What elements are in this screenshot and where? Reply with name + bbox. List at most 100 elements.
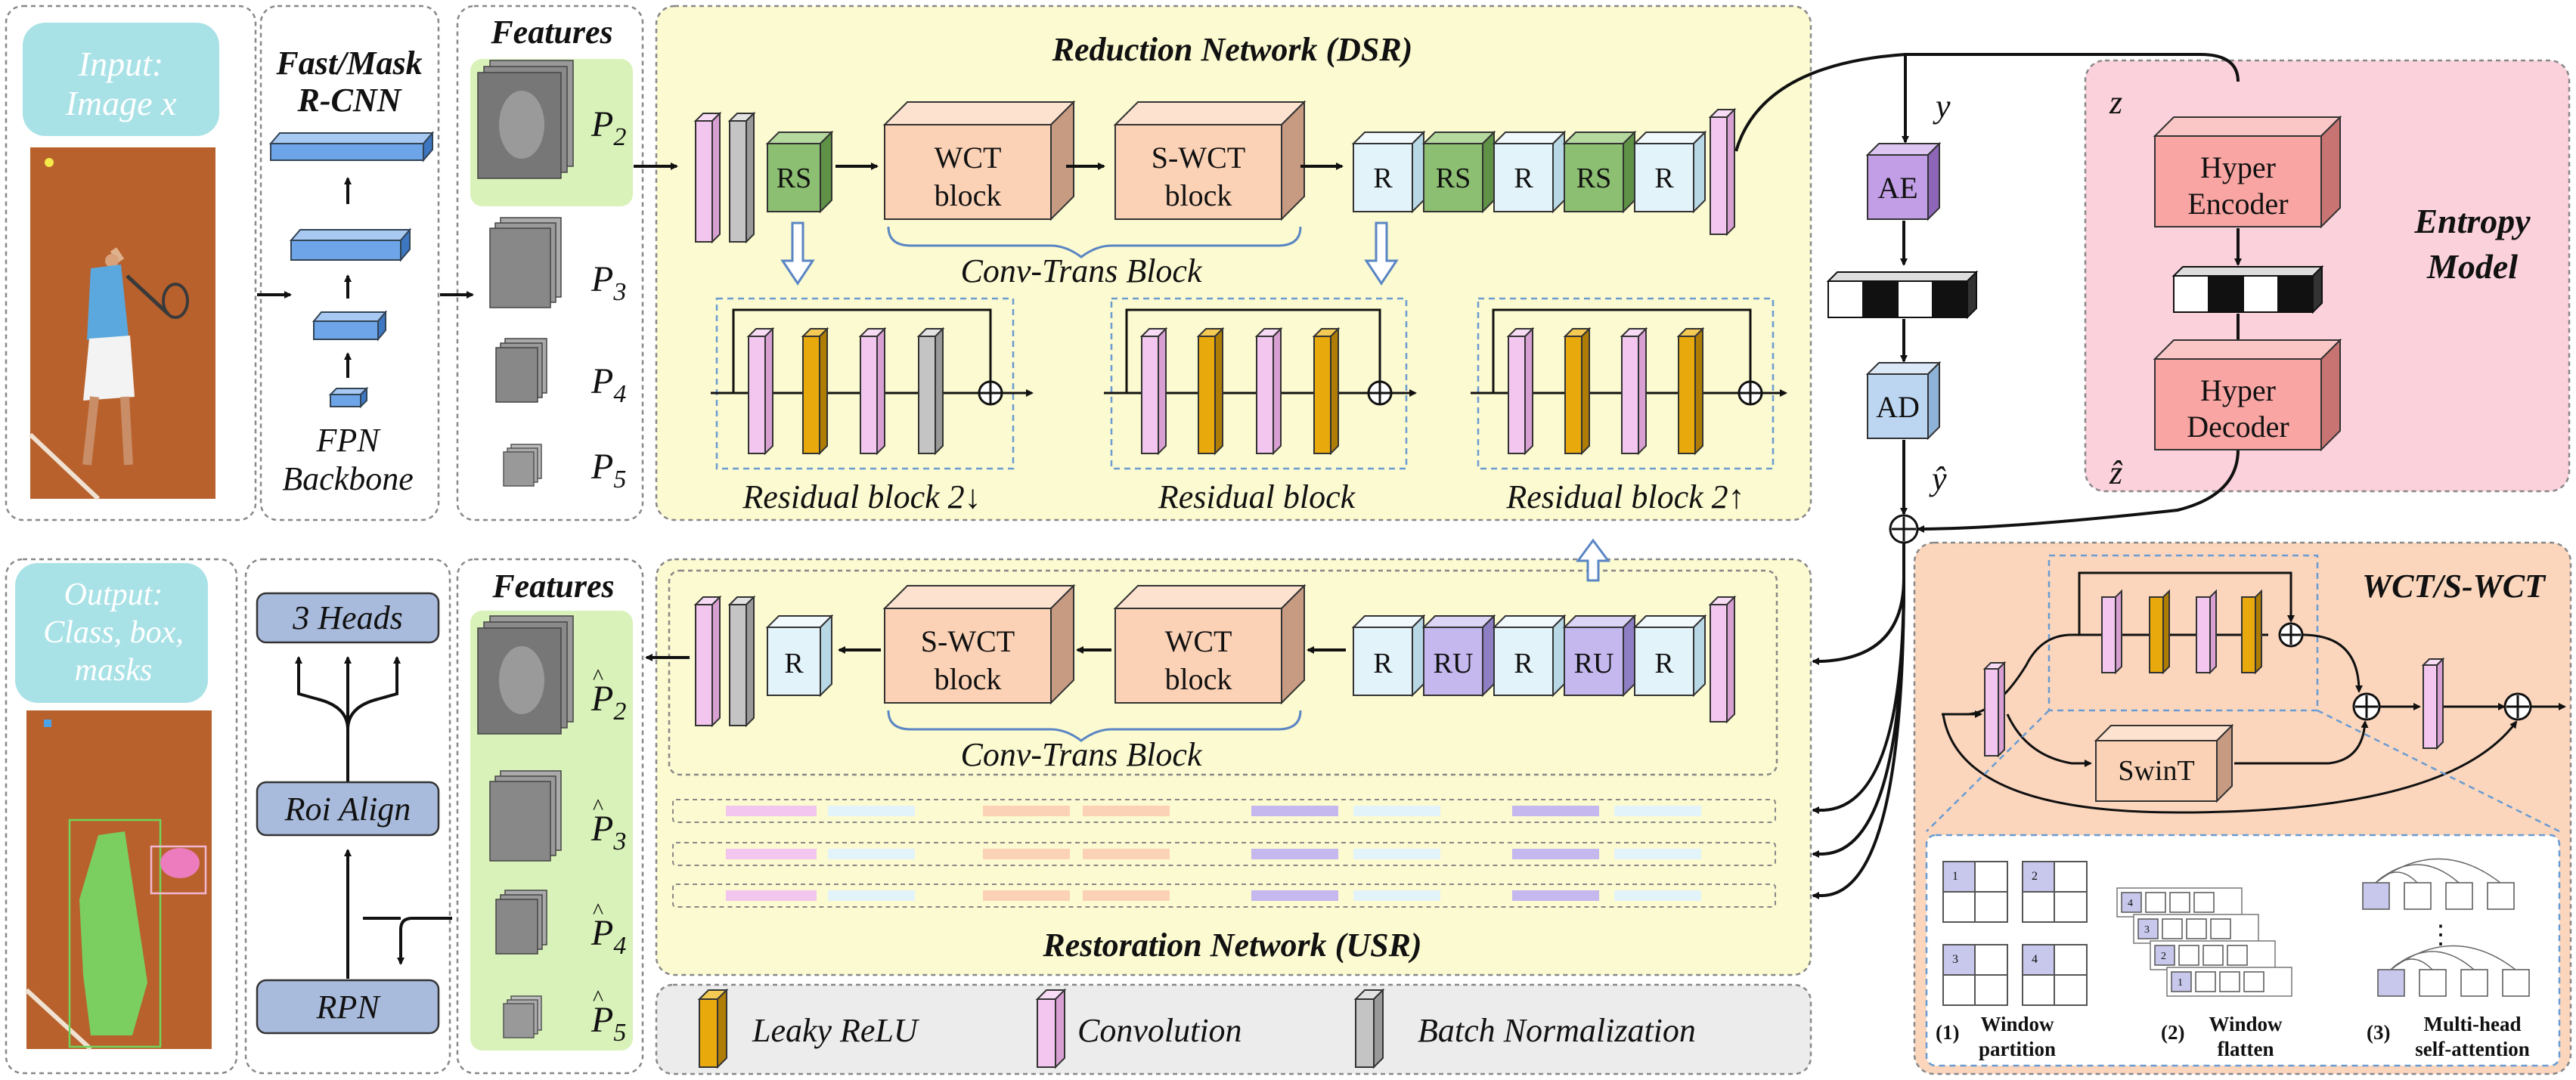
wct-outer-skip [1942, 713, 2518, 814]
dsr-expand-arrow-2 [1364, 221, 1399, 286]
residual-block-label: Residual block [1158, 478, 1356, 515]
usr-wct-label-2: block [1165, 662, 1232, 696]
window-2 [2022, 861, 2088, 923]
dsr-r-2-label: R [1514, 162, 1533, 194]
sum-to-stage-3 [1812, 577, 1905, 899]
yhat-label: ŷ [1929, 460, 1947, 497]
residual-block-down [711, 297, 1034, 470]
p4-hat-label: P4 [591, 913, 626, 960]
heads-box [256, 592, 440, 644]
window-1 [1942, 861, 2008, 923]
window-4 [2022, 944, 2088, 1006]
flatten-label-1: 1 [2178, 977, 2183, 989]
usr-bn-out [727, 595, 756, 728]
features-top-title: Features [490, 14, 612, 51]
swint-to-sum [2234, 720, 2369, 765]
swint-block [2094, 723, 2234, 803]
rpn-box [256, 979, 440, 1035]
flatten-label-2: 2 [2161, 951, 2166, 962]
usr-stage-rows [672, 799, 1776, 908]
sum-to-usr [1812, 543, 1905, 665]
feature-stack-p3 [489, 217, 562, 308]
residual-block-up [1471, 297, 1787, 470]
zhat-label: ẑ [2109, 454, 2123, 491]
usr-swct-label-1: S-WCT [921, 624, 1015, 658]
legend-conv-label: Convolution [1077, 1012, 1242, 1049]
window-partition-grid [1942, 861, 2088, 1006]
dsr-swct-label-2: block [1165, 178, 1232, 212]
residual-block-down-label: Residual block 2↓ [742, 478, 981, 515]
dsr-rs-2-label: RS [1436, 162, 1471, 194]
window-3-number: 3 [1952, 953, 1958, 966]
wct-inner-skip [2078, 571, 2295, 635]
output-title-line2: Class, box, [43, 615, 184, 650]
feature-stack-p5 [503, 444, 542, 487]
roi-align-label: Roi Align [284, 791, 411, 828]
legend-panel [655, 983, 1812, 1075]
heads-label: 3 Heads [292, 599, 402, 636]
flatten-row-1 [2166, 967, 2292, 997]
output-image [24, 710, 212, 1051]
usr-r-3 [1632, 614, 1707, 698]
usr-collapse-arrow [1576, 538, 1610, 582]
flatten-label-4: 4 [2128, 898, 2133, 909]
usr-conv-trans-label: Conv-Trans Block [961, 736, 1203, 773]
attention-row-bottom [2377, 945, 2530, 997]
ad-block [1865, 361, 1942, 441]
ae-label: AE [1877, 171, 1917, 205]
dsr-conv-out [1708, 107, 1737, 237]
hyper-bitstream [2171, 265, 2324, 314]
usr-ru-1 [1421, 614, 1496, 698]
attention-row-top [2362, 858, 2515, 910]
usr-chain [1351, 614, 1707, 698]
dsr-r-3-label: R [1654, 162, 1674, 194]
caption-3-line2: self-attention [2415, 1038, 2529, 1060]
hyper-decoder [2153, 338, 2342, 452]
dsr-rs-block [765, 130, 834, 214]
residual-block-up-label: Residual block 2↑ [1505, 478, 1744, 515]
racket-mask [160, 848, 200, 878]
self-attention-illustration [2362, 858, 2530, 997]
usr-r-out-label: R [784, 648, 804, 679]
swint-label: SwinT [2118, 755, 2194, 787]
fpn-pyramid [268, 131, 435, 409]
usr-r-1-label: R [1373, 648, 1393, 679]
p4-label: P4 [591, 361, 626, 408]
legend-bn-icon [1353, 988, 1385, 1069]
ae-block [1865, 141, 1942, 221]
output-title-line3: masks [75, 653, 153, 688]
dsr-bn-1 [727, 111, 756, 244]
features-bottom-title: Features [491, 568, 614, 605]
usr-r-1 [1351, 614, 1426, 698]
stage-row-1 [672, 799, 1776, 823]
zoom-line-left [1926, 710, 2050, 832]
dsr-rs-2 [1421, 130, 1496, 214]
rcnn-title-line2: R-CNN [297, 82, 403, 119]
wct-inner-layers [2101, 589, 2262, 675]
residual-block-plain [1104, 297, 1417, 470]
p2-label: P2 [591, 104, 626, 151]
input-title-line1: Input: [78, 45, 163, 83]
window-flatten [2116, 887, 2292, 997]
player-mask [79, 831, 147, 1035]
dsr-wct-block [882, 100, 1076, 221]
dsr-rs-label: RS [777, 162, 811, 194]
dsr-conv-trans-brace [887, 226, 1302, 258]
p5-label: P5 [591, 447, 626, 494]
dsr-to-hyper-line [1734, 53, 2240, 152]
stage-row-2 [672, 842, 1776, 866]
usr-ru-2-label: RU [1574, 648, 1614, 679]
flatten-row-3 [2133, 914, 2259, 944]
usr-r-2-label: R [1514, 648, 1533, 679]
hyper-encoder-label-1: Hyper [2200, 150, 2276, 184]
dsr-rs-3 [1562, 130, 1637, 214]
usr-r-2 [1492, 614, 1567, 698]
rpn-label: RPN [315, 989, 381, 1026]
window-2-number: 2 [2032, 870, 2038, 883]
feature-stack-p5-hat [503, 995, 542, 1038]
wct-conv-in [1982, 661, 2007, 758]
flatten-row-2 [2150, 940, 2276, 970]
wct-to-swint [2006, 713, 2092, 767]
hyper-encoder [2153, 115, 2342, 229]
arrow-features-to-rpn [397, 917, 452, 965]
